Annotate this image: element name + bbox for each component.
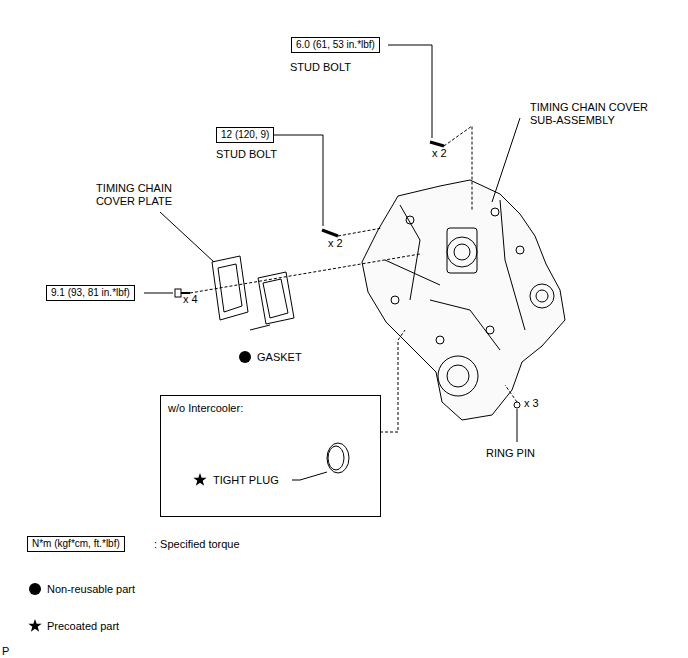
part-label: x 3: [524, 397, 539, 410]
legend-text: : Specified torque: [154, 538, 240, 551]
part-label: TIMING CHAIN COVER SUB-ASSEMBLY: [530, 101, 665, 127]
part-label: RING PIN: [486, 447, 535, 460]
torque-box: N*m (kgf*cm, ft.*lbf): [27, 536, 125, 552]
part-name: TIGHT PLUG: [213, 474, 279, 487]
cover-outline: [362, 180, 565, 420]
part-label: x 4: [183, 293, 198, 306]
part-label: STUD BOLT: [216, 148, 277, 161]
part-label: STUD BOLT: [290, 61, 351, 74]
part-label: x 2: [432, 147, 447, 160]
torque-box: 12 (120, 9): [216, 127, 274, 143]
condition-heading: w/o Intercooler:: [168, 402, 243, 415]
legend-text: Non-reusable part: [47, 583, 135, 596]
legend-text: Precoated part: [47, 620, 119, 633]
part-label: x 2: [328, 237, 343, 250]
torque-value: 6.0 (61, 53 in.*lbf): [296, 39, 375, 50]
part-label: GASKET: [257, 351, 302, 364]
part-label: TIMING CHAIN COVER PLATE: [84, 182, 184, 208]
torque-value: 12 (120, 9): [221, 129, 269, 140]
torque-value: N*m (kgf*cm, ft.*lbf): [32, 538, 120, 549]
precoated-symbol: [28, 619, 41, 632]
precoated-symbol: [193, 473, 206, 486]
non-reusable-symbol: [239, 351, 251, 363]
torque-box: 9.1 (93, 81 in.*lbf): [46, 285, 135, 301]
variant-box: w/o Intercooler: TIGHT PLUG: [160, 395, 381, 517]
non-reusable-symbol: [29, 583, 41, 595]
part-label: P: [2, 645, 9, 658]
torque-value: 9.1 (93, 81 in.*lbf): [51, 287, 130, 298]
torque-box: 6.0 (61, 53 in.*lbf): [291, 37, 380, 53]
